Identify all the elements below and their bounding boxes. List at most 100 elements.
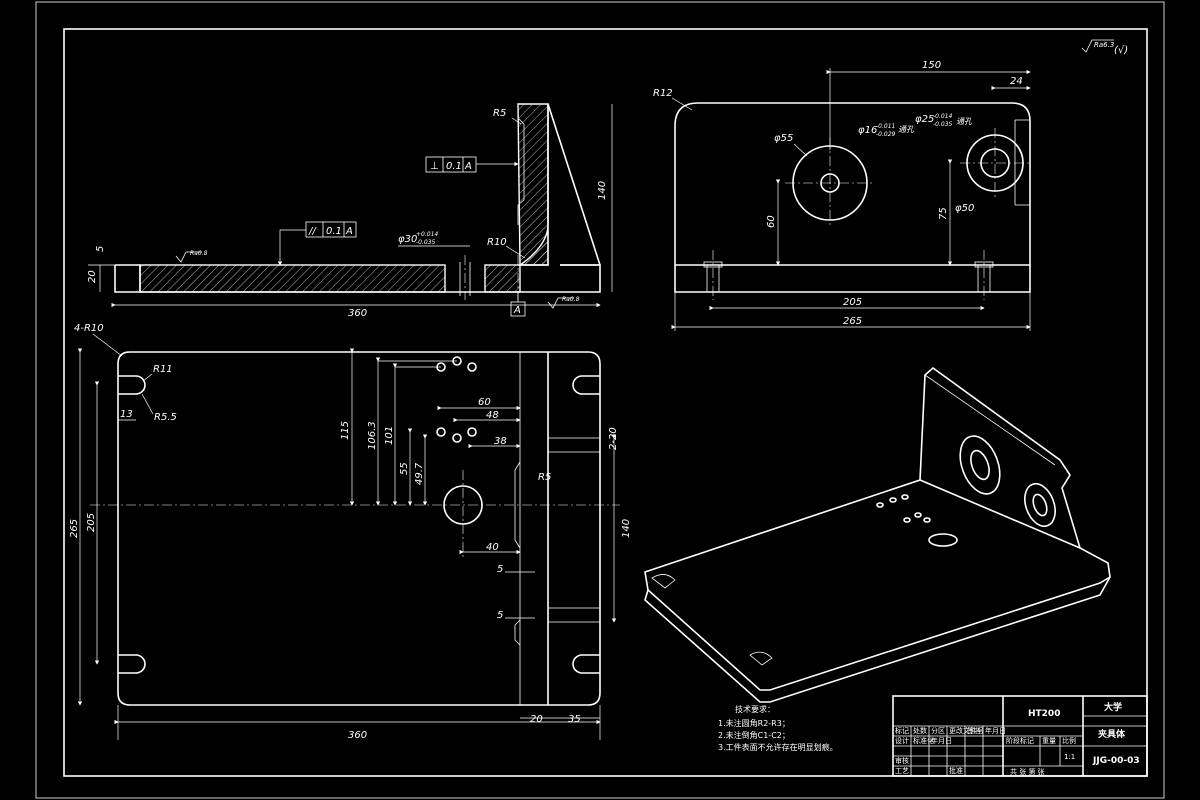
dim-140-front: 140: [597, 181, 608, 200]
dim-5b: 5: [497, 610, 503, 621]
technical-notes: 技术要求： 1.未注圆角R2-R3； 2.未注倒角C1-C2； 3.工件表面不允…: [718, 704, 838, 752]
r4-label: 4-R10: [74, 323, 104, 334]
svg-text:分区: 分区: [931, 726, 945, 735]
parallelism-frame: // 0.1 A: [277, 221, 357, 266]
svg-text:年月日: 年月日: [931, 736, 952, 745]
svg-text:技术要求：: 技术要求：: [735, 704, 775, 714]
title-block: HT200 大学 夹具体 JJG-00-03 1:1 标记 处数 分区 更改文件…: [892, 695, 1148, 777]
r11-label: R11: [153, 364, 173, 375]
svg-text:更改文件号: 更改文件号: [949, 726, 984, 735]
r5-front-label: R5: [493, 108, 506, 119]
front-view: 360 140 20 5 R5 R10 ⊥ 0.1 A // 0.1 A: [87, 103, 613, 319]
svg-text:A: A: [464, 161, 472, 172]
r12-label: R12: [653, 88, 673, 99]
top-view: 265 205 360 20 35 140 2-20 115 106.3 101…: [69, 323, 632, 741]
dim-40: 40: [486, 542, 499, 553]
svg-text:-0.029: -0.029: [876, 131, 896, 138]
outer-border: [35, 1, 1165, 799]
phi50-label: φ50: [955, 203, 974, 214]
svg-text:阶段标记: 阶段标记: [1006, 736, 1034, 745]
svg-text:+0.014: +0.014: [416, 231, 438, 238]
dim-360-top: 360: [348, 730, 367, 741]
dim-115: 115: [340, 421, 351, 440]
svg-text:Ra6.3: Ra6.3: [1094, 41, 1114, 49]
material: HT200: [1028, 709, 1060, 719]
svg-text:签名: 签名: [967, 726, 981, 735]
svg-text:审核: 审核: [895, 756, 909, 765]
svg-text:0.1: 0.1: [326, 226, 342, 237]
svg-text:-0.014: -0.014: [933, 113, 953, 120]
roughness-symbol: Ra6.3 (√): [1081, 39, 1128, 56]
svg-text:设计: 设计: [895, 736, 909, 745]
side-view: 150 24 60 75 205 265 R12 φ55 φ16 -0.011 …: [653, 60, 1031, 331]
dim-265-top: 265: [69, 519, 80, 538]
perpendicularity-frame: ⊥ 0.1 A: [425, 156, 519, 173]
svg-text:Ra0.8: Ra0.8: [190, 250, 208, 257]
dim-24: 24: [1010, 76, 1023, 87]
datum-a: A: [510, 292, 526, 317]
school: 大学: [1104, 701, 1122, 713]
svg-text:⊥: ⊥: [430, 161, 439, 172]
svg-text:标记: 标记: [895, 726, 909, 735]
svg-text:共 张 第 张: 共 张 第 张: [1010, 767, 1045, 776]
phi55-label: φ55: [774, 133, 793, 144]
svg-text:-0.035: -0.035: [933, 121, 953, 128]
dim-497: 49.7: [414, 462, 425, 485]
dim-35-top: 35: [568, 714, 581, 725]
svg-text:2.未注倒角C1-C2；: 2.未注倒角C1-C2；: [718, 730, 790, 740]
inner-border: [63, 28, 1148, 777]
svg-text:工艺: 工艺: [895, 767, 909, 775]
r55-label: R5.5: [154, 412, 177, 423]
isometric-view: [644, 366, 1111, 703]
svg-text:3.工件表面不允许存在明显划痕。: 3.工件表面不允许存在明显划痕。: [718, 742, 838, 752]
roughness-right: Ra0.8: [547, 296, 580, 309]
roughness-left: Ra0.8: [175, 250, 208, 263]
svg-text:Ra0.8: Ra0.8: [562, 296, 580, 303]
svg-text:1.未注圆角R2-R3；: 1.未注圆角R2-R3；: [718, 718, 790, 728]
r10-front-label: R10: [487, 237, 507, 248]
svg-text:A: A: [513, 305, 521, 316]
dim-265-side: 265: [843, 316, 862, 327]
dim-360-front: 360: [348, 308, 367, 319]
scale: 1:1: [1064, 753, 1075, 761]
dim-205-side: 205: [843, 297, 862, 308]
r5-top-label: R5: [538, 472, 551, 483]
svg-text:A: A: [345, 226, 353, 237]
part-name: 夹具体: [1098, 728, 1126, 740]
dim-101: 101: [384, 426, 395, 445]
svg-text:重量: 重量: [1042, 737, 1056, 745]
phi25-label: φ25: [915, 114, 934, 125]
dim-75: 75: [938, 207, 949, 220]
svg-text:-0.011: -0.011: [876, 123, 895, 130]
dim-38: 38: [494, 436, 507, 447]
dim-140-top: 140: [621, 519, 632, 538]
svg-text:批准: 批准: [949, 766, 963, 775]
svg-text:处数: 处数: [913, 726, 927, 735]
dim-5a: 5: [497, 564, 503, 575]
svg-text:通孔: 通孔: [956, 117, 973, 126]
dim-20-top: 20: [530, 714, 543, 725]
svg-text:(√): (√): [1114, 45, 1128, 56]
phi16-label: φ16: [858, 125, 877, 136]
dim-205-top: 205: [86, 513, 97, 532]
dim-55-top: 55: [399, 462, 410, 475]
dim-13: 13: [120, 409, 133, 420]
svg-text:通孔: 通孔: [898, 125, 915, 134]
dim-48: 48: [486, 410, 499, 421]
dim-60-top: 60: [478, 397, 491, 408]
dim-150: 150: [922, 60, 941, 71]
phi30-label: φ30: [398, 234, 417, 245]
dim-60-side: 60: [766, 215, 777, 228]
svg-text:年月日: 年月日: [985, 726, 1006, 735]
svg-text:比例: 比例: [1062, 736, 1076, 745]
svg-text:0.1: 0.1: [446, 161, 462, 172]
dim-106: 106.3: [367, 421, 378, 450]
svg-text://: //: [308, 226, 317, 237]
svg-text:-0.035: -0.035: [416, 239, 436, 246]
drawing-number: JJG-00-03: [1092, 756, 1140, 766]
svg-text:标准化: 标准化: [913, 736, 934, 745]
dim-5-front: 5: [95, 246, 106, 252]
two-20-label: 2-20: [608, 427, 619, 450]
